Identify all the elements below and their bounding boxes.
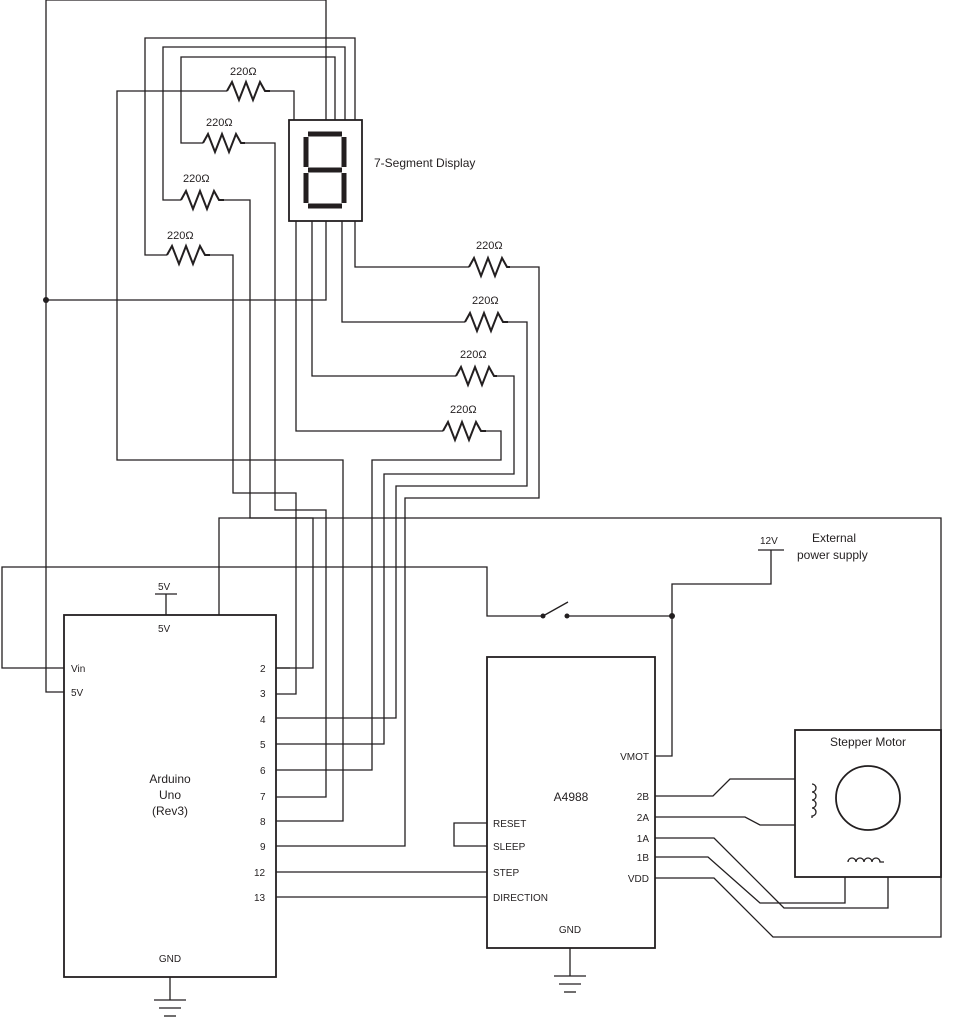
wire-r6-to-pin4 (276, 321, 528, 719)
arduino-pin-5: 5 (260, 740, 266, 751)
resistor-5-value: 220Ω (476, 240, 503, 252)
driver-pin-step: STEP (493, 868, 519, 879)
wires (1, 0, 942, 1017)
resistor-8 (442, 419, 486, 443)
driver-pin-2b: 2B (637, 792, 650, 803)
supply-5v-label: 5V (158, 582, 171, 593)
resistor-2 (202, 131, 245, 155)
resistors: 220Ω 220Ω 220Ω 220Ω 220Ω 220Ω 220Ω 220Ω (166, 66, 510, 443)
driver-pin-1a: 1A (637, 834, 650, 845)
wire-r4-to-pin2 (210, 254, 297, 695)
wire-top-loop-3 (180, 56, 336, 144)
wire-r8-to-pin6 (276, 430, 502, 771)
wire-disp-to-r8 (295, 221, 443, 432)
driver-pin-vmot: VMOT (620, 752, 649, 763)
arduino-pin-7: 7 (260, 792, 266, 803)
wire-top-loop-2 (162, 46, 346, 201)
wire-reset-sleep-jumper (453, 822, 487, 847)
resistor-7 (455, 364, 497, 388)
wire-12v-feed (671, 550, 772, 616)
segment-digit-icon (303, 131, 347, 209)
resistor-3-value: 220Ω (183, 173, 210, 185)
driver-pin-vdd: VDD (628, 874, 649, 885)
seven-segment-display: 7-Segment Display (288, 119, 475, 222)
arduino-name-line2: Uno (159, 788, 181, 802)
resistor-3 (180, 188, 224, 212)
arduino-pin-4: 4 (260, 715, 266, 726)
arduino-uno: 5V 5V Vin 5V 2 3 4 5 6 7 8 9 12 13 Ardui… (63, 582, 277, 978)
arduino-pin-9: 9 (260, 842, 266, 853)
wire-2a-coil (655, 816, 813, 826)
wire-5v-rail (45, 0, 327, 693)
arduino-name-line1: Arduino (149, 772, 191, 786)
ground-driver (554, 948, 586, 993)
arduino-pin-6: 6 (260, 766, 266, 777)
wire-arduino-to-vdd (218, 517, 942, 938)
wire-vin-loop (1, 566, 541, 669)
external-supply-line1: External (812, 531, 856, 545)
wire-r3-to-pin3 (224, 199, 314, 669)
motor-label: Stepper Motor (830, 735, 906, 749)
wire-disp-to-r7 (311, 221, 456, 377)
driver-name: A4988 (554, 790, 589, 804)
wire-top-loop-1 (144, 37, 356, 256)
resistor-1 (226, 79, 270, 103)
resistor-4-value: 220Ω (167, 230, 194, 242)
arduino-pin-vin: Vin (71, 664, 85, 675)
wire-r1-left (116, 90, 344, 822)
driver-pin-sleep: SLEEP (493, 842, 526, 853)
arduino-pin-5v: 5V (71, 688, 84, 699)
resistor-4 (166, 243, 210, 267)
junction-dot-vmot (669, 613, 675, 619)
resistor-6 (464, 310, 508, 334)
wire-r2-to-pin8 (245, 142, 327, 798)
coil-b-icon (847, 857, 884, 863)
motor-rotor-icon (835, 765, 901, 831)
driver-gnd-label: GND (559, 925, 581, 936)
arduino-pin-2: 2 (260, 664, 266, 675)
arduino-pin-12: 12 (254, 868, 266, 879)
switch (540, 601, 570, 619)
supply-12v-label: 12V (760, 536, 778, 547)
driver-body (486, 656, 656, 949)
wire-switch-to-vmot (567, 615, 673, 757)
wire-2b-coil (655, 778, 813, 797)
driver-pin-direction: DIRECTION (493, 893, 548, 904)
driver-pin-2a: 2A (637, 813, 650, 824)
ground-arduino (154, 977, 186, 1017)
a4988-driver: A4988 RESET SLEEP STEP DIRECTION VMOT 2B… (486, 656, 656, 949)
wire-r5-to-pin9 (276, 266, 540, 847)
arduino-pin-3: 3 (260, 689, 266, 700)
resistor-8-value: 220Ω (450, 404, 477, 416)
seven-segment-label: 7-Segment Display (374, 156, 475, 170)
junction-dot-5v (43, 297, 49, 303)
resistor-5 (468, 255, 510, 279)
external-supply-line2: power supply (797, 548, 868, 562)
resistor-7-value: 220Ω (460, 349, 487, 361)
arduino-pin-13: 13 (254, 893, 266, 904)
resistor-6-value: 220Ω (472, 295, 499, 307)
arduino-gnd-label: GND (159, 954, 181, 965)
wire-5v-junction (46, 221, 327, 301)
coil-a-icon (811, 783, 817, 818)
driver-pin-1b: 1B (637, 853, 650, 864)
stepper-motor: Stepper Motor (794, 729, 942, 878)
arduino-pin-8: 8 (260, 817, 266, 828)
resistor-1-value: 220Ω (230, 66, 257, 78)
driver-pin-reset: RESET (493, 819, 526, 830)
wire-disp-to-r5 (354, 221, 469, 268)
arduino-name-line3: (Rev3) (152, 804, 188, 818)
arduino-5v-pin-label: 5V (158, 624, 171, 635)
wire-r7-to-pin5 (276, 375, 515, 745)
wire-disp-to-r6 (341, 221, 465, 323)
arduino-body (63, 614, 277, 978)
wire-r1-to-pin9 (270, 90, 295, 120)
resistor-2-value: 220Ω (206, 117, 233, 129)
